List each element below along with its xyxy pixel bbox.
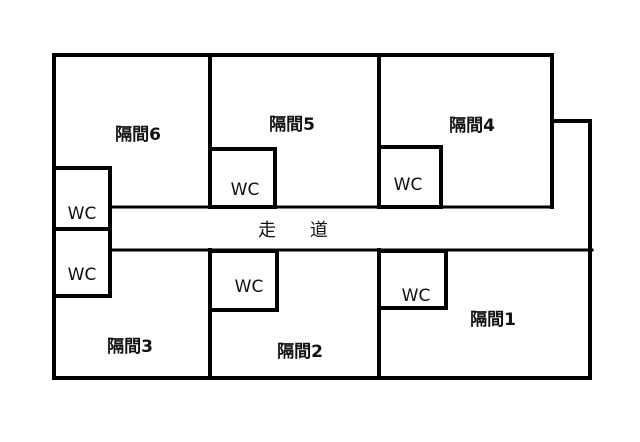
wc-room1 bbox=[377, 249, 448, 310]
wc-label-room3: WC bbox=[68, 265, 97, 285]
corridor-label: 走 道 bbox=[258, 220, 342, 241]
walls bbox=[52, 53, 594, 380]
room-2-label: 隔間2 bbox=[277, 342, 323, 362]
wc-label-room4: WC bbox=[394, 175, 423, 195]
wc-label-room2: WC bbox=[235, 277, 264, 297]
wc-room5 bbox=[208, 147, 277, 209]
wc-label-room5: WC bbox=[231, 180, 260, 200]
room-6-label: 隔間6 bbox=[115, 125, 161, 145]
wc-room2 bbox=[208, 249, 279, 312]
wc-room4 bbox=[377, 145, 443, 209]
room-4-label: 隔間4 bbox=[449, 116, 495, 136]
wc-label-room6: WC bbox=[68, 204, 97, 224]
room-1-label: 隔間1 bbox=[470, 310, 516, 330]
room-3-label: 隔間3 bbox=[107, 337, 153, 357]
room-5-label: 隔間5 bbox=[269, 115, 315, 135]
wc-room3 bbox=[52, 227, 112, 298]
wc-label-room1: WC bbox=[402, 286, 431, 306]
